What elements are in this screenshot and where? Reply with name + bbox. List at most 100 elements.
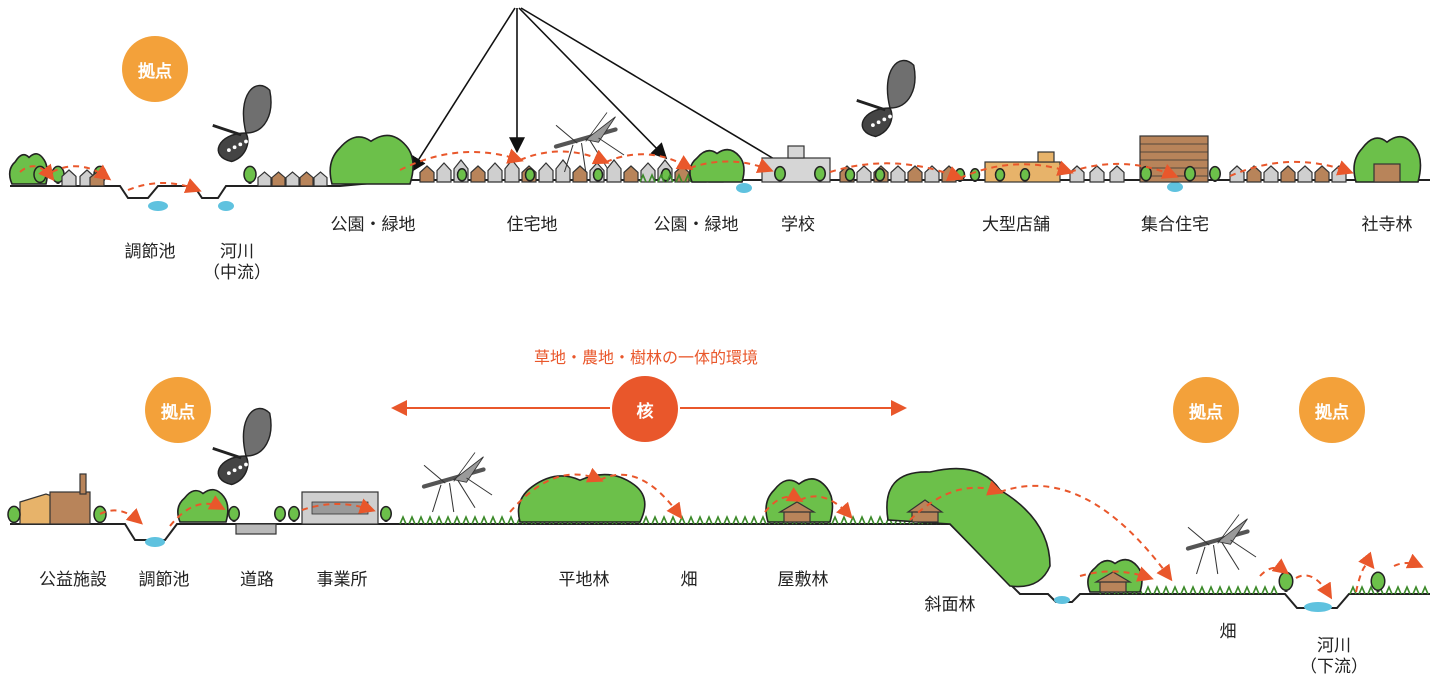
dispersal-arrow-bottom-2	[301, 498, 376, 514]
tree-crown	[844, 168, 856, 182]
park-pond-water	[736, 183, 752, 193]
tree-crown	[456, 168, 468, 182]
store-house-1	[1089, 165, 1105, 183]
tree-crown	[592, 168, 604, 182]
core-badge: 核	[612, 376, 678, 442]
label-school: 学校	[781, 215, 815, 235]
label-apartment: 集合住宅	[1141, 215, 1209, 235]
dispersal-arrow-bottom-7	[909, 480, 1004, 521]
pointer-arrow-4	[520, 7, 809, 180]
mid-tree-0	[844, 168, 856, 182]
apartment-tree-1	[1184, 165, 1196, 182]
residential-house-5	[504, 159, 520, 183]
butterfly-spot	[227, 148, 231, 152]
house-top-left-0	[61, 169, 77, 187]
cranefly-leg	[466, 477, 493, 496]
label-office: 事業所	[316, 570, 368, 590]
label-field-1: 畑	[680, 570, 698, 590]
butterfly-spot	[232, 468, 237, 473]
residential-house-9	[572, 165, 588, 183]
dispersal-arrow-bottom-9	[1079, 566, 1154, 582]
east-house-4	[1297, 165, 1313, 183]
dispersal-arrow-bottom-3	[509, 467, 604, 513]
butterfly-spot	[227, 471, 231, 475]
tree-crown	[380, 505, 392, 522]
pond-tree-bottom	[228, 505, 240, 522]
label-slope-forest: 斜面林	[924, 595, 976, 615]
label-river-lower: 河川 （下流）	[1300, 636, 1368, 677]
store-tree-0	[969, 168, 981, 182]
school-tree-0	[774, 165, 786, 182]
residential-house-4	[487, 162, 503, 183]
tree-crown	[994, 168, 1006, 182]
cranefly-wing	[452, 456, 484, 483]
butterfly-upper-wing	[886, 59, 916, 109]
river-tree-right	[1370, 571, 1386, 592]
hub-badge-bottom-right-1: 拠点	[1173, 377, 1239, 443]
park-bush-1	[329, 134, 414, 185]
tree-crown	[1209, 165, 1221, 182]
butterfly-spot	[238, 142, 243, 147]
dispersal-arrow-bottom-13	[1393, 553, 1424, 569]
road-tree-1	[288, 505, 300, 522]
large-store-sign	[1037, 151, 1055, 163]
lowland-house	[1093, 571, 1133, 593]
road-tree-0	[274, 505, 286, 522]
label-public-facility: 公益施設	[39, 570, 107, 590]
cranefly-leg	[1212, 545, 1219, 575]
shrine-forest-bush	[1353, 135, 1422, 183]
tree-crown	[524, 168, 536, 182]
dispersal-arrow-bottom-5	[764, 487, 804, 513]
butterfly-body	[212, 124, 242, 137]
cranefly-leg	[555, 124, 578, 144]
cranefly-leg	[1196, 546, 1206, 575]
river-water-bottom	[1304, 602, 1332, 612]
facility-tree-1	[93, 505, 107, 524]
pond-water-top	[148, 201, 168, 211]
label-river-middle: 河川 （中流）	[203, 242, 271, 283]
office-tree	[380, 505, 392, 522]
butterfly-upper-wing	[242, 84, 272, 134]
cranefly-wing-vein	[585, 112, 608, 142]
tree-crown	[243, 165, 257, 184]
tree-crown	[228, 505, 240, 522]
butterfly-spot	[232, 145, 237, 150]
butterfly-spot	[871, 123, 875, 127]
apartment-tree-2	[1209, 165, 1221, 182]
tree-crown	[1019, 168, 1031, 182]
dispersal-arrow-top-8	[959, 160, 1074, 179]
cranefly-leg	[457, 480, 476, 509]
residential-tree-6	[524, 168, 536, 182]
cranefly-leg	[1187, 526, 1210, 546]
yard-forest-house	[777, 501, 817, 523]
pond-water-bottom	[145, 537, 165, 547]
cranefly-leg	[598, 137, 625, 156]
residential-house-13	[640, 162, 656, 183]
tree-crown	[874, 168, 886, 182]
crane-fly-icon-bottom-left	[421, 452, 493, 513]
flat-forest-bush	[517, 473, 646, 523]
cranefly-leg	[432, 484, 442, 513]
pond-bush-bottom	[177, 488, 229, 523]
hub-badge-bottom-right-2: 拠点	[1299, 377, 1365, 443]
butterfly-upper-wing	[242, 407, 272, 457]
cranefly-wing-vein	[1217, 514, 1240, 544]
cranefly-leg	[448, 483, 455, 513]
residential-house-11	[606, 159, 622, 183]
midhouse-3	[890, 165, 906, 183]
butterfly-spot	[244, 139, 248, 144]
midhouse-5	[924, 165, 940, 183]
east-house-0	[1229, 165, 1245, 183]
east-house-5	[1314, 165, 1330, 183]
dispersal-arrow-top-9	[1069, 162, 1179, 179]
mid-tree-2	[954, 168, 966, 182]
dispersal-arrow-top-0	[19, 163, 55, 182]
label-park-2: 公園・緑地	[653, 215, 739, 235]
cranefly-leg	[564, 144, 574, 173]
house-river-row-1	[271, 171, 286, 187]
label-residential: 住宅地	[506, 215, 558, 235]
store-tree-1	[994, 168, 1006, 182]
dispersal-arrow-bottom-1	[169, 495, 226, 527]
